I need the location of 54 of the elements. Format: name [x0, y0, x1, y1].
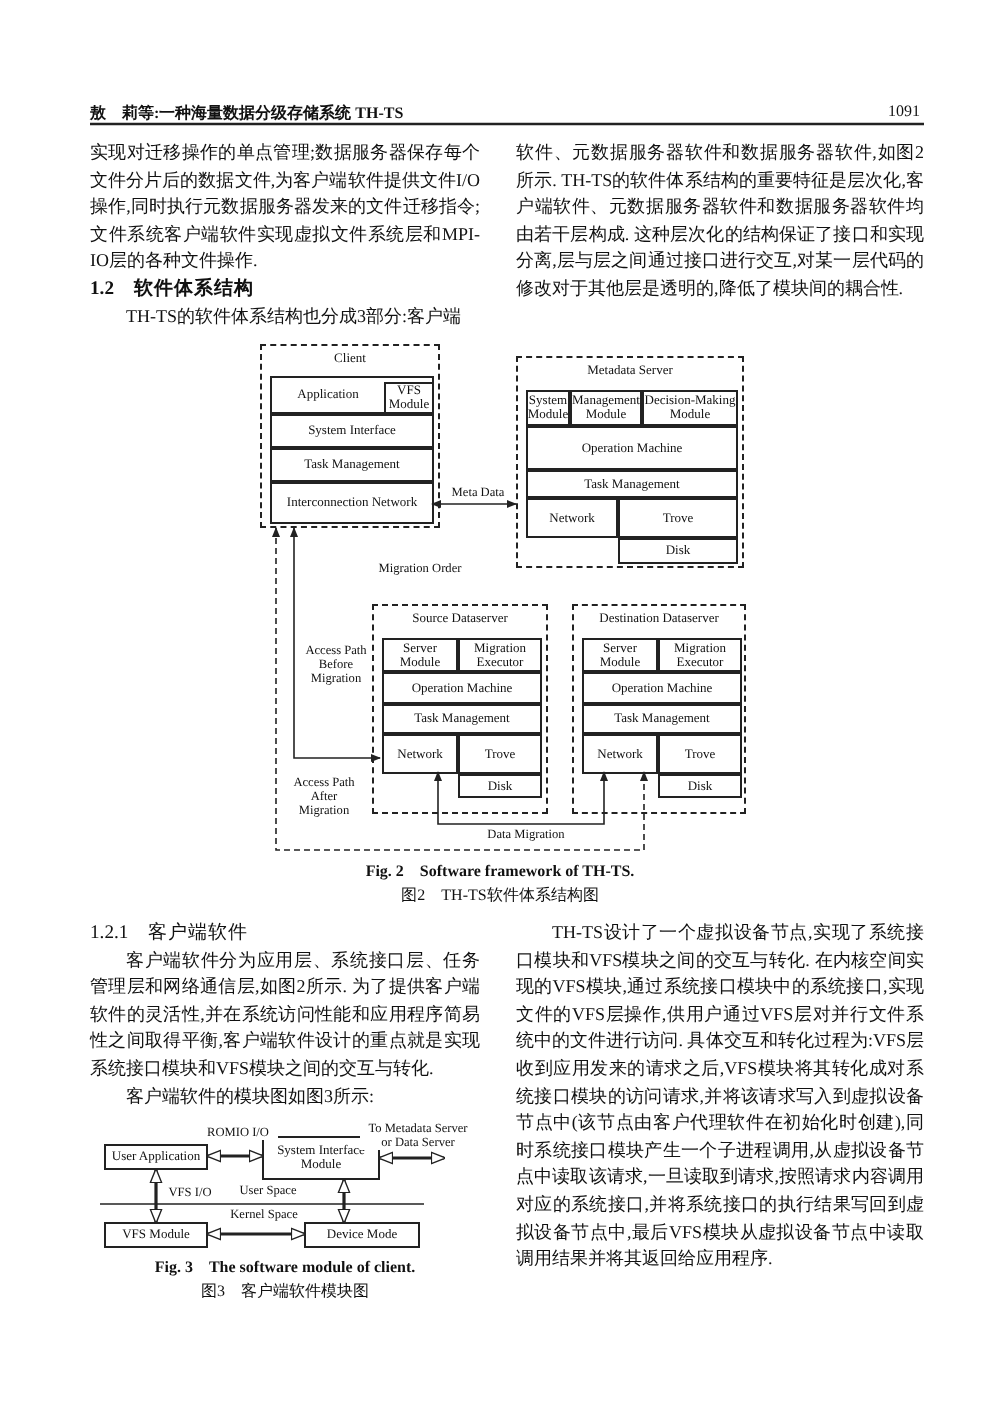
arrow — [434, 771, 608, 825]
module-box — [582, 672, 742, 704]
module-box — [658, 638, 742, 672]
module-box — [582, 734, 658, 774]
server-group-box — [372, 604, 548, 814]
server-group-box — [260, 344, 440, 528]
module-box — [382, 672, 542, 704]
paragraph: 软件、元数据服务器软件和数据服务器软件,如图2所示. TH-TS的软件体系结构的重要特征是层次化,客户端软件、元数据服务器软件和数据服务器软件均由若干层构成. 这种层次化的结构保证了接口和实现分离,层与层之间通过接口进行交互,对某一层代码的修改对于其他层是透明的,降低了模块间的耦合性. — [516, 140, 924, 302]
arrow — [205, 1227, 307, 1241]
paragraph: 客户端软件的模块图如图3所示: — [124, 1083, 377, 1110]
figure-caption: 图3 客户端软件模块图 — [199, 1280, 371, 1302]
module-box — [382, 704, 542, 734]
module-box — [526, 470, 738, 498]
module-box — [270, 414, 434, 448]
module-box — [582, 638, 658, 672]
module-box — [270, 482, 434, 524]
paragraph: 客户端软件分为应用层、系统接口层、任务管理层和网络通信层,如图2所示. 为了提供客户端软件的灵活性,并在系统访问性能和应用程序简易性之间取得平衡,客户端软件设计的重点就是实现系统接口模块和VFS模块之间的交互与转化. — [90, 947, 480, 1082]
arrow — [290, 527, 381, 762]
arrow — [272, 527, 648, 851]
module-box — [618, 498, 738, 538]
paragraph: TH-TS设计了一个虚拟设备节点,实现了系统接口模块和VFS模块之间的交互与转化. 在内核空间实现的VFS模块,通过系统接口模块中的系统接口,实现文件的VFS层操作,供用户通过VFS层对并行文件系统中的文件进行访问. 具体交互和转化过程为:VFS层收到应用发来的请求之后,VFS模块将其转化成对系统接口模块的访问请求,并将该请求写入到虚拟设备节点中(该节点由客户代理软件在初始化时创建),同时系统接口模块产生一个子进程调用,从虚拟设备节点中读取该请求,一旦读取到请求,按照请求内容调用对应的系统接口,并将系统接口的执行结果写回到虚拟设备节点中,最后VFS模块从虚拟设备节点中读取调用结果并将其返回给应用程序. — [516, 920, 924, 1273]
module-box — [270, 376, 434, 414]
section-heading: 1.2.1 客户端软件 — [90, 920, 251, 948]
module-box — [382, 734, 458, 774]
module-box — [458, 774, 542, 798]
figure-caption: 图2 TH-TS软件体系结构图 — [399, 884, 601, 906]
arrow — [337, 1177, 351, 1225]
arrow — [149, 1167, 163, 1225]
module-box — [658, 774, 742, 798]
module-box — [304, 1222, 420, 1248]
paragraph: TH-TS的软件体系结构也分成3部分:客户端 — [124, 303, 463, 330]
paragraph: 实现对迁移操作的单点管理;数据服务器保存每个文件分片后的数据文件,为客户端软件提供文件I/O操作,同时执行元数据服务器发来的文件迁移指令;文件系统客户端软件实现虚拟文件系统层和MPI-IO层的各种文件操作. — [90, 140, 480, 275]
page-number: 1091 — [886, 102, 920, 120]
server-group-box — [516, 356, 744, 568]
running-header: 敖 莉等:一种海量数据分级存储系统 TH-TS — [90, 102, 406, 124]
module-box — [526, 426, 738, 470]
module-box — [382, 638, 458, 672]
figure-caption: Fig. 3 The software module of client. — [152, 1256, 418, 1278]
module-box — [104, 1222, 208, 1248]
figure-caption: Fig. 2 Software framework of TH-TS. — [363, 860, 637, 882]
module-box — [582, 704, 742, 734]
arrow — [377, 1151, 447, 1165]
module-box — [658, 734, 742, 774]
module-box — [104, 1144, 208, 1170]
section-heading: 1.2 软件体系结构 — [90, 275, 256, 304]
arrow — [431, 500, 517, 508]
module-box — [526, 498, 618, 538]
module-box — [458, 734, 542, 774]
arrow — [205, 1149, 265, 1163]
module-box — [618, 538, 738, 564]
server-group-box — [572, 604, 746, 814]
module-box — [458, 638, 542, 672]
module-box — [262, 1136, 380, 1180]
module-box — [270, 448, 434, 482]
